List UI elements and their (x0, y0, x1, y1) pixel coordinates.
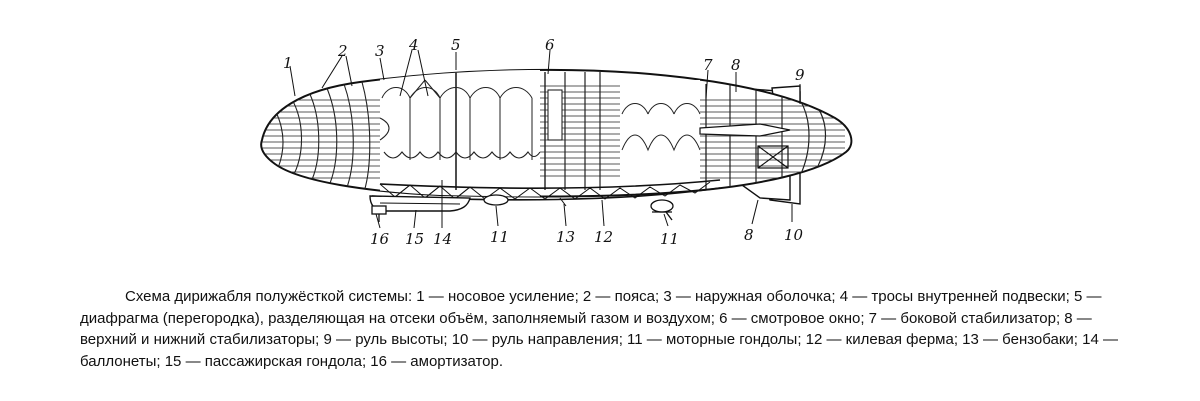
label-4: 4 (408, 36, 419, 54)
side-stabilizer (699, 123, 791, 137)
aft-suspension-cables (621, 103, 701, 152)
label-2: 2 (337, 42, 348, 60)
label-16: 16 (370, 230, 390, 248)
label-12: 12 (594, 228, 613, 246)
label-11-left: 11 (490, 228, 509, 246)
label-8-bottom: 8 (744, 226, 754, 244)
elevator-box (757, 145, 789, 169)
label-15: 15 (405, 230, 424, 248)
label-14: 14 (433, 230, 452, 248)
shock-absorber (371, 205, 387, 222)
label-9: 9 (795, 66, 805, 84)
passenger-gondola (369, 195, 471, 212)
fuel-tanks (559, 197, 567, 207)
airship-diagram: 1 2 3 4 5 6 7 8 9 16 15 14 11 13 12 11 8… (260, 36, 853, 248)
hull (260, 68, 853, 201)
internal-suspension-cables (381, 79, 533, 160)
viewing-window (547, 89, 563, 141)
label-1: 1 (283, 54, 293, 72)
label-13: 13 (556, 228, 575, 246)
label-6: 6 (545, 36, 555, 54)
engine-gondola-right (650, 199, 674, 221)
diagram-caption: Схема дирижабля полужёсткой системы: 1 —… (80, 288, 1118, 370)
ballonets (379, 117, 541, 159)
leader-lines (289, 49, 801, 229)
engine-gondola-left (483, 194, 509, 206)
label-11-right: 11 (660, 230, 679, 248)
label-3: 3 (375, 42, 385, 60)
label-10: 10 (784, 226, 804, 244)
label-5: 5 (451, 36, 461, 54)
number-labels: 1 2 3 4 5 6 7 8 9 16 15 14 11 13 12 11 8… (283, 36, 805, 248)
label-8-top: 8 (731, 56, 741, 74)
nose-reinforcement (262, 81, 380, 193)
label-7: 7 (703, 56, 713, 74)
